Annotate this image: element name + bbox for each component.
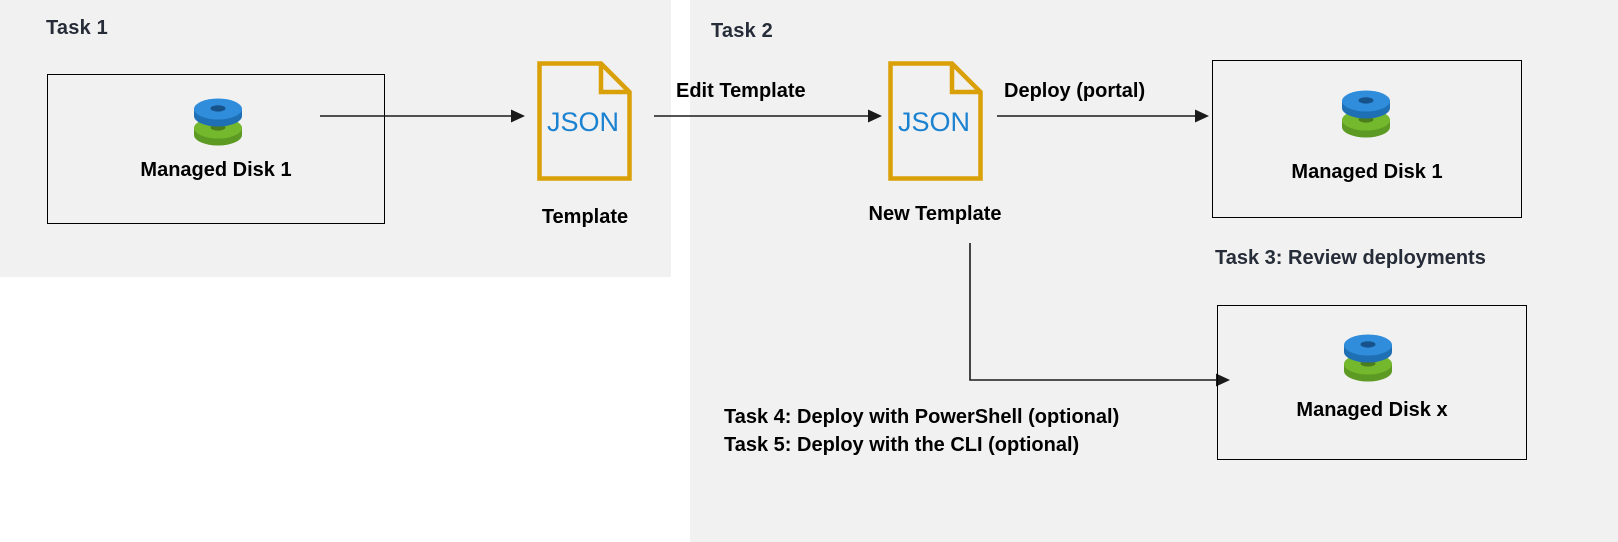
section-title-task1: Task 1 — [46, 17, 108, 39]
managed-disk-icon — [190, 91, 246, 149]
managed-disk-icon — [1338, 83, 1394, 141]
json-icon-label: JSON — [547, 107, 619, 137]
note-task5: Task 5: Deploy with the CLI (optional) — [724, 434, 1080, 456]
resource-box-caption: Managed Disk x — [1296, 399, 1448, 421]
edge-label-deploy-portal: Deploy (portal) — [1004, 80, 1146, 102]
resource-box-managed-disk-x — [1217, 305, 1527, 460]
document-caption-new-template: New Template — [868, 203, 1002, 225]
json-new-template-icon: JSON — [888, 61, 983, 181]
note-task4: Task 4: Deploy with PowerShell (optional… — [724, 406, 1120, 428]
section-title-task2: Task 2 — [711, 20, 773, 42]
arrow-disk-to-template — [320, 108, 525, 124]
document-caption-template: Template — [541, 206, 629, 228]
resource-box-managed-disk-1-deployed — [1212, 60, 1522, 218]
arrow-edit-template — [654, 108, 882, 124]
arrow-deploy-portal — [997, 108, 1209, 124]
panel-task1 — [0, 0, 671, 277]
panel-task2 — [690, 0, 1618, 542]
json-icon-label: JSON — [898, 107, 970, 137]
resource-box-caption: Managed Disk 1 — [1291, 161, 1443, 183]
json-template-icon: JSON — [537, 61, 632, 181]
notes-task4-task5: Task 4: Deploy with PowerShell (optional… — [724, 403, 1119, 459]
note-task3: Task 3: Review deployments — [1215, 247, 1486, 269]
arrow-deploy-cli-powershell — [940, 243, 1230, 393]
resource-box-caption: Managed Disk 1 — [140, 159, 292, 181]
resource-box-managed-disk-1-source — [47, 74, 385, 224]
managed-disk-icon — [1340, 327, 1396, 385]
edge-label-edit-template: Edit Template — [676, 80, 806, 102]
